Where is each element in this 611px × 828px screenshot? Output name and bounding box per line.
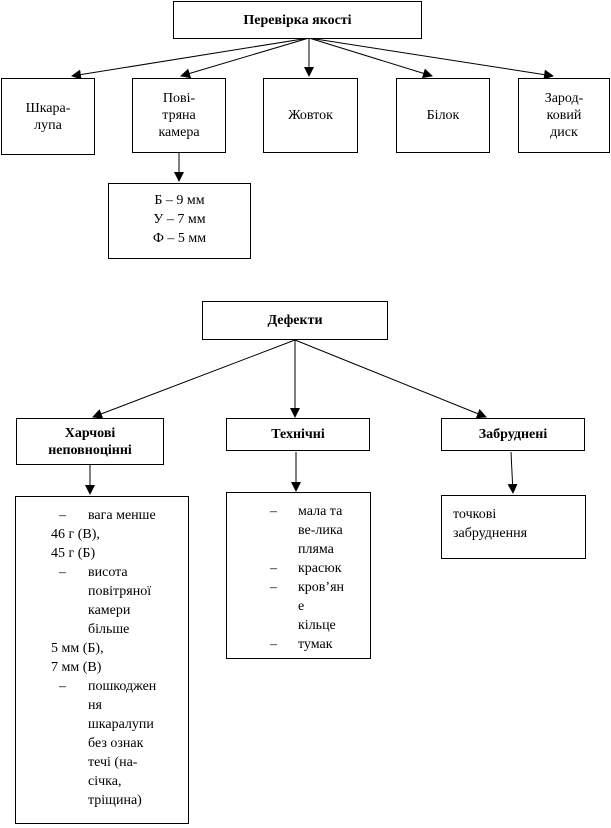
list-item-text: 46 г (В), <box>51 527 100 542</box>
list-item: 7 мм (В) <box>16 658 188 677</box>
list-item-text: повітряної <box>88 584 152 599</box>
list-item-text: кров’ян <box>298 580 345 595</box>
list-item-text: красюк <box>298 561 342 576</box>
list-item: тріщина) <box>16 791 188 810</box>
list-item: шкаралупи <box>16 715 188 734</box>
list-item: ве-лика <box>227 521 370 540</box>
dirty-defects-box: Забруднені <box>441 418 585 451</box>
list-item: – тумак <box>227 635 370 654</box>
shell-box: Шкара- лупа <box>1 78 95 155</box>
arrow-to-white <box>308 37 433 79</box>
list-item: 45 г (Б) <box>16 544 188 563</box>
list-item: течі (на- <box>16 753 188 772</box>
yolk-label: Жовток <box>288 108 333 123</box>
arrow-to-air-cell <box>180 37 310 79</box>
list-item: – висота <box>16 563 188 582</box>
list-item-text: 45 г (Б) <box>51 546 96 561</box>
arrow-to-shell <box>71 37 310 80</box>
air-size-u: У – 7 мм <box>153 212 206 227</box>
dirty-defects-text: точкові забруднення <box>453 507 528 541</box>
list-item: 5 мм (Б), <box>16 639 188 658</box>
list-item-text: без ознак <box>88 736 144 751</box>
list-item-text: мала та <box>298 504 343 519</box>
list-item: 46 г (В), <box>16 525 188 544</box>
technical-defects-title: Технічні <box>271 427 325 442</box>
white-label: Білок <box>426 108 460 123</box>
list-item-text: кільце <box>298 618 336 633</box>
list-item: повітряної <box>16 582 188 601</box>
list-item: – вага менше <box>16 506 188 525</box>
arrow-to-germ-disc <box>308 37 554 80</box>
arrow-to-dirty-list <box>507 451 518 494</box>
list-item-text: ве-лика <box>298 523 343 538</box>
quality-title: Перевірка якості <box>243 12 352 28</box>
germ-disc-box: Зарод- ковий диск <box>518 78 610 153</box>
shell-label: Шкара- лупа <box>25 100 71 133</box>
list-item-text: січка, <box>88 774 122 789</box>
dash-marker: – <box>59 679 66 694</box>
air-cell-label: Пові- тряна камера <box>158 91 200 140</box>
list-item: камери <box>16 601 188 620</box>
dash-marker: – <box>59 565 66 580</box>
list-item-text: тумак <box>298 637 333 652</box>
list-item: – кров’ян <box>227 578 370 597</box>
dash-marker: – <box>270 561 277 576</box>
yolk-box: Жовток <box>263 78 358 153</box>
list-item: е <box>227 597 370 616</box>
list-item: кільце <box>227 616 370 635</box>
list-item-text: 7 мм (В) <box>51 660 102 675</box>
list-item: січка, <box>16 772 188 791</box>
list-item-text: вага менше <box>88 508 156 523</box>
list-item-text: шкаралупи <box>88 717 154 732</box>
list-item: ня <box>16 696 188 715</box>
defects-box: Дефекти <box>202 301 388 340</box>
list-item: без ознак <box>16 734 188 753</box>
quality-check-box: Перевірка якості <box>173 1 422 39</box>
list-item-text: ня <box>88 698 102 713</box>
air-cell-box: Пові- тряна камера <box>132 78 226 153</box>
list-item-text: течі (на- <box>88 755 138 770</box>
dash-marker: – <box>270 637 277 652</box>
technical-defects-box: Технічні <box>226 418 370 451</box>
list-item: – мала та <box>227 502 370 521</box>
dirty-defects-title: Забруднені <box>478 427 548 442</box>
white-box: Білок <box>396 78 490 153</box>
dash-marker: – <box>270 580 277 595</box>
list-item-text: пошкоджен <box>88 679 157 694</box>
arrow-to-food <box>92 339 296 419</box>
technical-defects-list: – мала та ве-лика пляма – красюк – кров’ян е кіль… <box>226 492 371 659</box>
list-item-text: 5 мм (Б), <box>51 641 104 656</box>
list-item-text: камери <box>88 603 131 618</box>
list-item: – красюк <box>227 559 370 578</box>
germ-disc-label: Зарод- ковий диск <box>544 91 584 140</box>
list-item: пляма <box>227 540 370 559</box>
list-item-text: більше <box>88 622 130 637</box>
food-defects-list: – вага менше 46 г (В), 45 г (Б) – висота повіт… <box>15 496 189 824</box>
list-item: більше <box>16 620 188 639</box>
list-item-text: е <box>298 599 305 614</box>
arrow-to-dirty <box>294 339 487 419</box>
air-size-f: Ф – 5 мм <box>152 231 207 246</box>
dash-marker: – <box>59 508 66 523</box>
air-cell-sizes-box: Б – 9 мм У – 7 мм Ф – 5 мм <box>108 183 251 259</box>
list-item-text: висота <box>88 565 128 580</box>
list-item-text: тріщина) <box>88 793 142 808</box>
dirty-defects-list: точкові забруднення <box>441 495 586 559</box>
food-defects-box: Харчові неповноцінні <box>16 418 164 465</box>
air-size-b: Б – 9 мм <box>154 193 205 208</box>
food-defects-title: Харчові неповноцінні <box>48 425 132 458</box>
list-item: – пошкоджен <box>16 677 188 696</box>
dash-marker: – <box>270 504 277 519</box>
list-item-text: пляма <box>298 542 334 557</box>
defects-title: Дефекти <box>267 313 323 328</box>
